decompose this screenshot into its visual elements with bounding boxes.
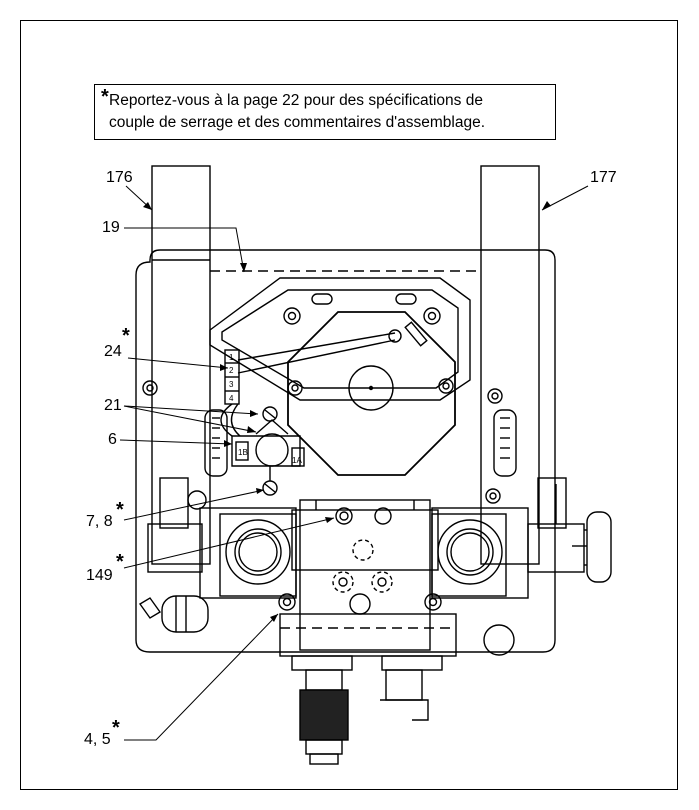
- terminal-1b: 1B: [238, 448, 248, 457]
- inlet-fitting: [161, 595, 209, 633]
- note-asterisk: *: [101, 86, 109, 108]
- tension-knob: [586, 511, 612, 583]
- arrow-heads: [143, 201, 551, 622]
- callout-7-8: 7, 8: [86, 513, 113, 530]
- left-upright-176: [151, 165, 211, 565]
- callout-21: 21: [104, 397, 122, 414]
- motor-shaft-hub: [348, 365, 394, 411]
- torque-note-box: * Reportez-vous à la page 22 pour des sp…: [94, 84, 556, 140]
- terminal-1: 1: [229, 353, 234, 362]
- terminal-4: 4: [229, 394, 234, 403]
- drawing-frame: [20, 20, 678, 790]
- callout-177: 177: [590, 169, 617, 186]
- callout-24-asterisk: *: [122, 325, 130, 347]
- motor-bracket: [209, 277, 471, 401]
- gun-connector-block: [279, 613, 457, 657]
- drive-housing: [299, 499, 431, 651]
- callout-6: 6: [108, 431, 117, 448]
- callout-7-8-asterisk: *: [116, 499, 124, 521]
- gun-connector-knurl: [299, 689, 349, 741]
- terminal-2: 2: [229, 366, 234, 375]
- drive-motor: [287, 311, 456, 476]
- terminal-3: 3: [229, 380, 234, 389]
- right-upright-177: [480, 165, 540, 565]
- callout-4-5: 4, 5: [84, 731, 111, 748]
- callout-149: 149: [86, 567, 113, 584]
- callout-24: 24: [104, 343, 122, 360]
- callout-19: 19: [102, 219, 120, 236]
- callout-149-asterisk: *: [116, 551, 124, 573]
- motor-wire-1: [237, 332, 396, 361]
- base-plate: [135, 249, 556, 653]
- leader-lines: [119, 185, 589, 741]
- note-line-2: couple de serrage et des commentaires d'…: [109, 114, 486, 131]
- callout-176: 176: [106, 169, 133, 186]
- note-line-1: Reportez-vous à la page 22 pour des spéc…: [109, 92, 483, 109]
- callout-4-5-asterisk: *: [112, 717, 120, 739]
- terminal-1a: 1A: [292, 456, 302, 465]
